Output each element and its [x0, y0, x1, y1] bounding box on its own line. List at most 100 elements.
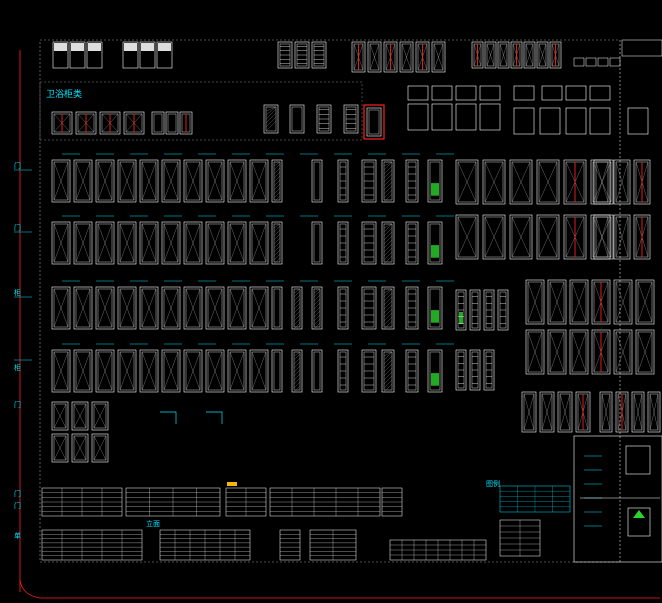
small-icon — [573, 57, 585, 67]
door-panel — [141, 161, 157, 201]
door-outline — [311, 349, 323, 393]
info-thumb — [625, 445, 651, 475]
door-swing-line — [251, 288, 267, 328]
row-label-4: 柜 — [14, 363, 21, 372]
window-pane — [431, 103, 453, 131]
top-block-head — [54, 43, 67, 51]
door-outline — [271, 286, 283, 330]
door-outline — [91, 401, 109, 431]
door-outline — [227, 221, 247, 265]
door-swing-line — [53, 435, 67, 461]
door-outline — [497, 41, 510, 69]
door-swing-line — [369, 43, 380, 71]
hatch-line — [313, 318, 321, 326]
door-outline — [405, 159, 419, 203]
door-outline — [569, 279, 589, 325]
green-fill — [431, 310, 439, 323]
door-panel — [368, 109, 380, 135]
door-swing-line — [601, 393, 611, 431]
door-outline — [469, 349, 481, 391]
door-outline — [73, 286, 93, 330]
hatch-line — [383, 383, 393, 393]
door-panel — [549, 331, 565, 373]
door-swing-line — [401, 43, 412, 71]
door-outline — [117, 221, 137, 265]
door-panel — [53, 161, 69, 201]
door-outline — [351, 41, 366, 73]
door-panel — [97, 161, 113, 201]
door-outline — [361, 221, 377, 265]
door-outline — [205, 159, 225, 203]
green-fill — [431, 245, 439, 258]
door-outline — [455, 159, 479, 205]
door-outline — [205, 286, 225, 330]
door-swing-line — [75, 288, 91, 328]
door-panel — [291, 106, 303, 132]
hatch-line — [383, 243, 393, 253]
door-outline — [71, 433, 89, 463]
door-outline — [361, 159, 377, 203]
door-outline — [484, 41, 497, 69]
door-swing-line — [207, 223, 223, 263]
door-panel — [484, 161, 504, 203]
door-outline — [482, 159, 506, 205]
door-swing-line — [185, 161, 201, 201]
door-swing-line — [511, 216, 531, 258]
hatch-line — [313, 310, 321, 318]
hatch-line — [383, 316, 393, 326]
hatch-line — [265, 108, 277, 120]
door-panel — [93, 435, 107, 461]
door-outline — [117, 159, 137, 203]
hatch-line — [383, 193, 393, 203]
door-panel — [75, 351, 91, 391]
door-swing-line — [229, 161, 245, 201]
section-frame — [39, 81, 363, 141]
hatch-line — [383, 235, 393, 245]
door-swing-line — [119, 351, 135, 391]
top-block-head — [88, 43, 101, 51]
door-outline — [615, 391, 629, 433]
door-panel — [97, 288, 113, 328]
hatch-line — [383, 223, 393, 233]
door-panel — [73, 435, 87, 461]
door-outline — [294, 41, 310, 69]
door-outline — [161, 349, 181, 393]
door-swing-line — [633, 393, 643, 431]
hatch-line — [313, 290, 321, 298]
info-thumb — [627, 507, 651, 537]
door-outline — [117, 286, 137, 330]
door-outline — [227, 159, 247, 203]
door-swing-line — [163, 223, 179, 263]
door-panel — [484, 216, 504, 258]
door-outline — [399, 41, 414, 73]
door-swing-line — [53, 403, 67, 429]
door-panel — [637, 281, 653, 323]
hatch-line — [383, 312, 393, 322]
door-swing-line — [163, 161, 179, 201]
door-swing-line — [541, 393, 553, 431]
section-title: 卫浴柜类 — [46, 88, 82, 100]
window-pane — [407, 103, 429, 131]
door-outline — [381, 159, 395, 203]
hatch-line — [273, 183, 281, 191]
door-swing-line — [595, 161, 609, 203]
door-outline — [593, 159, 611, 205]
hatch-line — [383, 165, 393, 175]
hatch-line — [383, 296, 393, 306]
door-outline — [139, 159, 159, 203]
door-outline — [525, 279, 545, 325]
door-swing-line — [527, 331, 543, 373]
door-panel — [571, 331, 587, 373]
door-outline — [536, 159, 560, 205]
window-pane — [431, 85, 453, 101]
door-swing-line — [251, 351, 267, 391]
door-outline — [510, 41, 523, 69]
door-outline — [547, 279, 567, 325]
door-outline — [139, 349, 159, 393]
door-outline — [51, 401, 69, 431]
door-panel — [457, 216, 477, 258]
door-swing-line — [141, 223, 157, 263]
